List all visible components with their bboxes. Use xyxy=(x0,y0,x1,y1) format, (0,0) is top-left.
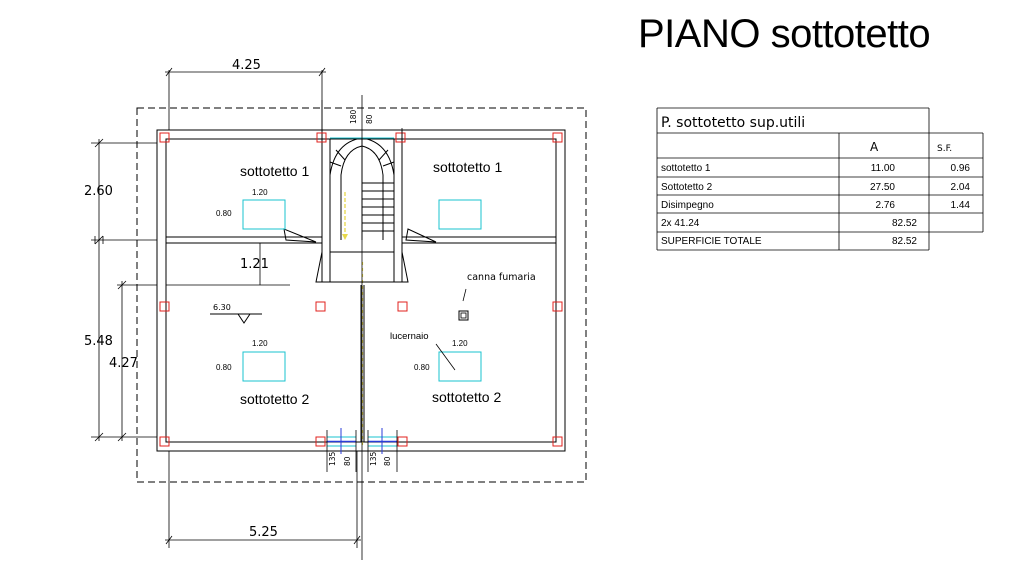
surface-table xyxy=(656,107,984,251)
room-label-bottom-left: sottotetto 2 xyxy=(240,391,309,407)
dim-middle: 1.21 xyxy=(240,257,269,272)
room-label-top-left: sottotetto 1 xyxy=(240,163,309,179)
page-title: PIANO sottotetto xyxy=(638,12,931,56)
skylight-width-tl: 1.20 xyxy=(252,188,268,197)
table-header-area: A xyxy=(870,140,879,154)
skylight-width-bl: 1.20 xyxy=(252,339,268,348)
dim-door-b-1: 135 xyxy=(369,451,378,466)
partition-wall xyxy=(166,236,556,244)
table-cell-area: 82.52 xyxy=(892,218,917,229)
table-cell-name: SUPERFICIE TOTALE xyxy=(661,236,762,247)
table-cell-area: 82.52 xyxy=(892,236,917,247)
structural-columns xyxy=(159,132,563,447)
partition-doors xyxy=(283,228,437,243)
dim-top-width: 4.25 xyxy=(232,58,261,73)
center-divider xyxy=(360,285,365,442)
dim-door-a-2: 80 xyxy=(343,456,352,466)
dim-left-lower: 4.27 xyxy=(109,356,138,371)
table-cell-sf: 1.44 xyxy=(951,200,971,211)
dim-stair-top-b: 80 xyxy=(365,114,374,124)
chimney-label: canna fumaria xyxy=(467,272,536,283)
skylight-label: lucernaio xyxy=(390,331,429,342)
skylight-width-br: 1.20 xyxy=(452,339,468,348)
elevation-marker xyxy=(210,313,262,324)
table-title: P. sottotetto sup.utili xyxy=(661,115,805,131)
dim-door-a-1: 135 xyxy=(328,451,337,466)
table-cell-name: Sottotetto 2 xyxy=(661,182,713,193)
table-cell-sf: 0.96 xyxy=(951,163,971,174)
dim-door-b-2: 80 xyxy=(383,456,392,466)
bottom-windows xyxy=(327,428,397,454)
skylight-leader xyxy=(435,343,456,371)
dim-left-total: 5.48 xyxy=(84,334,113,349)
skylight-height-tl: 0.80 xyxy=(216,209,232,218)
chimney-leader xyxy=(462,288,467,302)
table-cell-name: 2x 41.24 xyxy=(661,218,700,229)
table-cell-sf: 2.04 xyxy=(951,182,971,193)
room-label-top-right: sottotetto 1 xyxy=(433,159,502,175)
table-cell-area: 11.00 xyxy=(871,163,896,174)
skylight-height-bl: 0.80 xyxy=(216,363,232,372)
chimney-box xyxy=(458,310,469,321)
room-label-bottom-right: sottotetto 2 xyxy=(432,389,501,405)
stair-arrow-head xyxy=(342,234,348,240)
table-cell-name: Disimpegno xyxy=(661,200,714,211)
skylights xyxy=(242,199,482,382)
table-cell-area: 27.50 xyxy=(870,182,895,193)
roof-outline xyxy=(136,107,587,483)
skylight-height-br: 0.80 xyxy=(414,363,430,372)
dim-left-upper: 2.60 xyxy=(84,184,113,199)
table-header-sf: S.F. xyxy=(937,144,952,154)
chimney-inner xyxy=(460,312,467,319)
table-cell-name: sottotetto 1 xyxy=(661,163,711,174)
elevation-label: 6.30 xyxy=(213,303,231,312)
table-cell-area: 2.76 xyxy=(876,200,896,211)
dim-stair-top-a: 180 xyxy=(349,109,358,124)
dim-bottom-width: 5.25 xyxy=(249,525,278,540)
dimension-lines xyxy=(91,67,403,560)
